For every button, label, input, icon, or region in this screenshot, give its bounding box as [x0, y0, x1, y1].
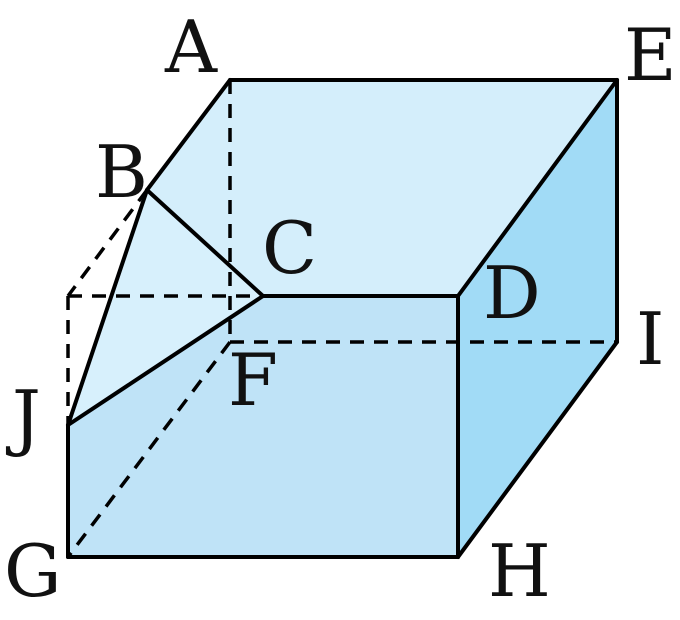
- top-face: [147, 80, 617, 296]
- edge-C-J: [66, 294, 265, 427]
- vertex-label-C: C: [262, 206, 317, 290]
- vertex-label-A: A: [164, 5, 218, 89]
- right-face: [458, 80, 617, 557]
- vertex-label-J: J: [5, 375, 41, 459]
- edge-F-G: [66, 340, 232, 559]
- visible-edges: [66, 78, 619, 559]
- vertex-label-H: H: [488, 529, 551, 613]
- vertex-label-F: F: [228, 338, 278, 422]
- edge-E-D: [456, 78, 619, 298]
- vertex-label-E: E: [624, 13, 677, 97]
- hidden-edges: [66, 80, 617, 559]
- edge-B-J: [66, 188, 149, 427]
- vertex-label-I: I: [636, 297, 664, 381]
- bevel-face: [68, 190, 263, 425]
- vertex-label-B: B: [95, 130, 148, 214]
- edge-I-H: [456, 340, 619, 559]
- edge-B-C: [145, 188, 265, 298]
- vertex-label-G: G: [4, 529, 62, 613]
- vertex-label-D: D: [483, 251, 541, 335]
- edge-A-B: [145, 78, 232, 192]
